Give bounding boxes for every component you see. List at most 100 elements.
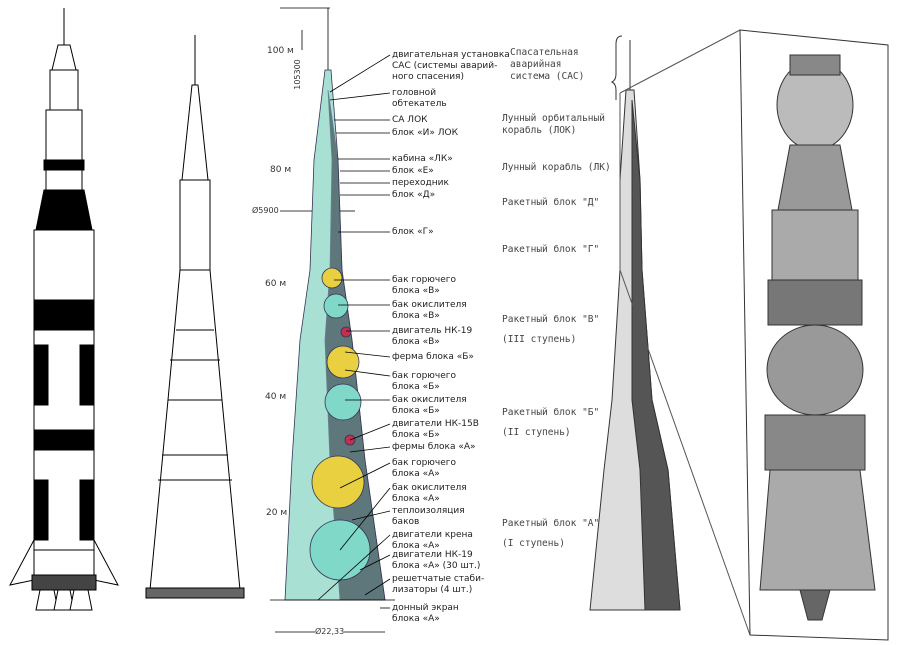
cutaway-label-line: САС (системы аварий-	[392, 61, 498, 71]
handdrawn-label: Ракетный блок "В" (III ступень)	[502, 310, 599, 350]
base-diameter-dimension: Ø22,33	[315, 627, 345, 636]
handdrawn-label-line: Ракетный блок "Г"	[502, 244, 600, 255]
cutaway-label-line: блок «Д»	[392, 190, 436, 200]
cutaway-label: фермы блока «А»	[392, 442, 476, 453]
leader-line	[351, 510, 391, 521]
leader-line	[349, 423, 391, 441]
handdrawn-label-line: система (САС)	[510, 71, 585, 82]
cutaway-label-line: двигательная установка	[392, 50, 510, 60]
cutaway-label-line: блока «А»	[392, 614, 440, 624]
handdrawn-label-line: (I ступень)	[502, 538, 565, 549]
cutaway-label-line: блока «В»	[392, 337, 440, 347]
cutaway-label-line: двигатель НК-19	[392, 326, 473, 336]
handdrawn-label-line: Ракетный блок "А"	[502, 518, 600, 529]
leader-line	[317, 534, 391, 601]
leader-line	[364, 578, 391, 596]
leader-line	[349, 446, 391, 453]
cutaway-label-line: СА ЛОК	[392, 115, 428, 125]
cutaway-label-line: блок «Г»	[392, 227, 434, 237]
handdrawn-label: Лунный корабль (ЛК)	[502, 162, 611, 174]
handdrawn-label-line: Лунный корабль (ЛК)	[502, 162, 611, 173]
handdrawn-label-line: корабль (ЛОК)	[502, 125, 577, 136]
cutaway-label-line: блока «А»	[392, 494, 440, 504]
cutaway-label: кабина «ЛК»	[392, 154, 453, 165]
cutaway-label-line: бак горючего	[392, 275, 456, 285]
cutaway-label-line: баков	[392, 517, 420, 527]
handdrawn-label-line: Спасательная	[510, 47, 579, 58]
cutaway-label-line: ферма блока «Б»	[392, 352, 474, 362]
leader-line	[329, 92, 391, 101]
cutaway-label-line: двигатели крена	[392, 530, 473, 540]
height-mark-80: 80 м	[270, 165, 292, 175]
leader-line	[329, 54, 391, 93]
cutaway-label-line: донный экран	[392, 603, 459, 613]
cutaway-label-line: блока «В»	[392, 286, 440, 296]
handdrawn-label-line: Ракетный блок "В"	[502, 314, 600, 325]
cutaway-label: блок «Г»	[392, 227, 434, 238]
cutaway-label: ферма блока «Б»	[392, 352, 474, 363]
height-mark-100: 100 м	[267, 46, 294, 56]
cutaway-label-line: блок «Е»	[392, 166, 434, 176]
cutaway-label-line: блока «Б»	[392, 406, 440, 416]
leader-line	[359, 554, 391, 571]
cutaway-label-line: решетчатые стаби-	[392, 574, 485, 584]
cutaway-label-line: блока «А» (30 шт.)	[392, 561, 481, 571]
cutaway-label: СА ЛОК	[392, 115, 428, 126]
cutaway-label-line: бак горючего	[392, 371, 456, 381]
n1-rocket-sketch	[145, 35, 245, 599]
cutaway-label-line: блока «Б»	[392, 430, 440, 440]
saturn-v-rocket	[9, 8, 119, 611]
leader-line	[339, 462, 391, 489]
handdrawn-label-line: (II ступень)	[502, 427, 571, 438]
cutaway-label-line: теплоизоляция	[392, 506, 465, 516]
cutaway-label-line: переходник	[392, 178, 449, 188]
cutaway-label-line: головной	[392, 88, 437, 98]
cutaway-label-line: бак окислителя	[392, 483, 467, 493]
handdrawn-label: Ракетный блок "А" (I ступень)	[502, 514, 599, 554]
leader-line	[339, 487, 391, 551]
handdrawn-label-line: Лунный орбитальный	[502, 113, 605, 124]
cutaway-label-line: блока «Б»	[392, 382, 440, 392]
handdrawn-label: Ракетный блок "Г"	[502, 244, 599, 256]
handdrawn-label: Ракетный блок "Д"	[502, 197, 599, 209]
cutaway-label-line: блок «И» ЛОК	[392, 128, 458, 138]
handdrawn-label-line: (III ступень)	[502, 334, 577, 345]
cutaway-label: блок «Д»	[392, 190, 435, 201]
handdrawn-label-line: аварийная	[510, 59, 562, 70]
cutaway-label-line: бак горючего	[392, 458, 456, 468]
n1-handdrawn	[589, 29, 751, 636]
cutaway-label-line: обтекатель	[392, 99, 447, 109]
handdrawn-label: Ракетный блок "Б" (II ступень)	[502, 403, 599, 443]
cutaway-label-line: фермы блока «А»	[392, 442, 476, 452]
cutaway-label: блок «Е»	[392, 166, 434, 177]
cutaway-label-line: блока «А»	[392, 541, 440, 551]
cutaway-label-line: бак окислителя	[392, 300, 467, 310]
cutaway-label-line: ного спасения)	[392, 72, 464, 82]
height-mark-20: 20 м	[266, 508, 288, 518]
cutaway-label: блок «И» ЛОК	[392, 128, 458, 139]
handdrawn-label-line: Ракетный блок "Д"	[502, 197, 600, 208]
total-height-dimension: 105300	[292, 59, 302, 90]
leader-line	[344, 369, 391, 377]
cutaway-label: переходник	[392, 178, 449, 189]
height-mark-60: 60 м	[265, 279, 287, 289]
handdrawn-label-line: Ракетный блок "Б"	[502, 407, 600, 418]
cutaway-label-line: кабина «ЛК»	[392, 154, 453, 164]
cutaway-label-line: двигатели НК-15В	[392, 419, 479, 429]
